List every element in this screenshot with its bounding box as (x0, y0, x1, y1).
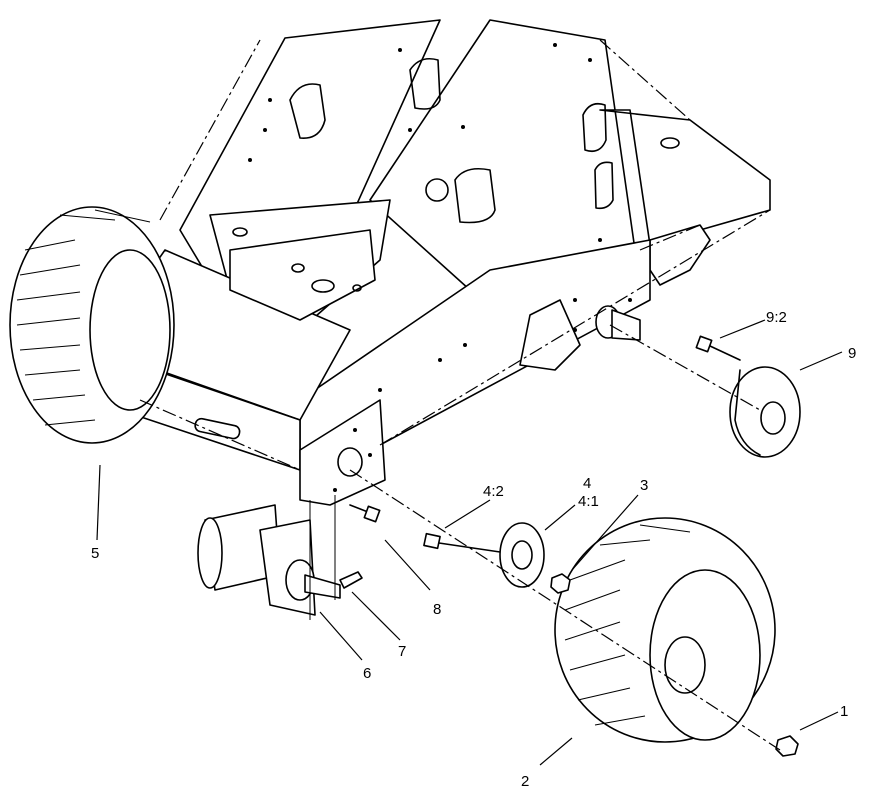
lug-nut (775, 735, 799, 757)
hub-bolt (423, 532, 501, 553)
mounting-bolt (349, 504, 381, 523)
assembly-center-lines (139, 39, 781, 751)
callout-labels: 1 2 3 4 4:1 4:2 5 6 7 8 9 9:2 (91, 309, 856, 790)
callout-5: 5 (91, 545, 99, 562)
shaft-key (339, 571, 363, 589)
callout-2: 2 (521, 773, 529, 790)
callout-4-2: 4:2 (483, 483, 504, 500)
callout-4: 4 (583, 475, 591, 492)
castle-nut (550, 573, 571, 594)
callout-6: 6 (363, 665, 371, 682)
callout-8: 8 (433, 601, 441, 618)
callout-7: 7 (398, 643, 406, 660)
wheel-motor (197, 504, 341, 616)
front-wheel (554, 517, 776, 743)
left-drive-wheel (9, 206, 175, 444)
callout-9: 9 (848, 345, 856, 362)
callout-3: 3 (640, 477, 648, 494)
callout-1: 1 (840, 703, 848, 720)
wheel-hub (499, 522, 545, 588)
rear-hub-bolt (695, 335, 741, 361)
chassis-frame (119, 19, 771, 506)
callout-4-1: 4:1 (578, 493, 599, 510)
callout-leaders (96, 319, 843, 766)
rear-hub (729, 366, 801, 458)
callout-9-2: 9:2 (766, 309, 787, 326)
